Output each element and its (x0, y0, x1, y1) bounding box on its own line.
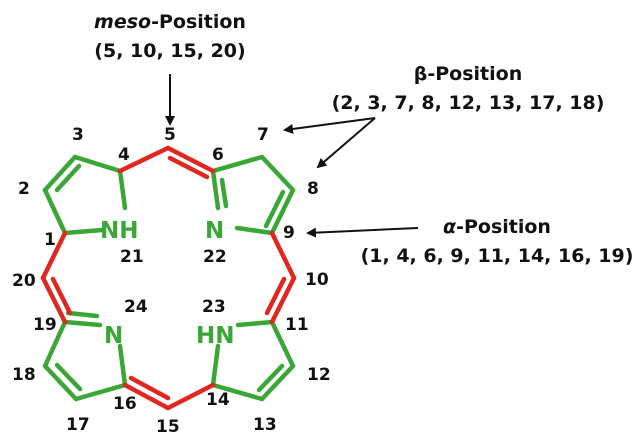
beta-arrow-to-8 (316, 117, 376, 169)
bond-c10-c11 (269, 275, 297, 325)
bond-c18-c19 (42, 319, 68, 369)
bond-c8-c9-double (263, 189, 286, 229)
bond-c1-c2 (42, 187, 68, 236)
position-number-6: 6 (212, 145, 224, 165)
meso-bridges (40, 145, 297, 411)
bond-c14-n23 (210, 343, 221, 388)
bond-c16-c15-double (128, 375, 171, 401)
position-number-16: 16 (113, 394, 137, 414)
bond-n22-c6-double (219, 177, 229, 209)
meso-position-list: (5, 10, 15, 20) (94, 40, 245, 62)
position-number-21: 21 (120, 247, 144, 267)
position-number-20: 20 (12, 271, 36, 291)
position-number-19: 19 (33, 315, 57, 335)
position-number-1: 1 (44, 230, 56, 250)
position-number-11: 11 (285, 315, 309, 335)
bond-c17-c18-double (54, 362, 83, 392)
position-number-3: 3 (72, 125, 84, 145)
bond-c7-c8 (259, 154, 296, 193)
bond-c20-c19-double (50, 276, 73, 316)
position-number-4: 4 (118, 145, 130, 165)
bond-c11-c12 (269, 319, 296, 369)
bond-c12-c13-double (256, 363, 285, 393)
bond-c9-n22 (234, 225, 275, 236)
beta-position-title: β-Position (414, 63, 522, 85)
alpha-suffix: -Position (456, 216, 551, 238)
position-number-8: 8 (307, 179, 319, 199)
bond-c4-n21 (117, 168, 128, 211)
position-number-5: 5 (164, 125, 176, 145)
position-number-2: 2 (18, 179, 30, 199)
atom-hn-23: HN (196, 323, 235, 349)
bond-c1-c20 (40, 230, 68, 281)
bond-n24-c16 (117, 343, 128, 388)
bond-c20-c19 (40, 275, 68, 325)
bond-c19-n24 (62, 319, 103, 328)
beta-arrow-to-7 (283, 117, 376, 134)
bond-c13-c14 (210, 382, 265, 402)
bond-c16-c15 (122, 382, 171, 411)
bond-c12-c13 (259, 363, 296, 402)
bond-c8-c9 (269, 187, 296, 236)
bond-n23-c11 (235, 319, 275, 328)
bond-c5-c6 (165, 145, 216, 174)
alpha-position-list: (1, 4, 6, 9, 11, 14, 16, 19) (361, 245, 633, 267)
bond-c2-c3 (42, 154, 78, 193)
pyrrole-ring-bottom-left (42, 310, 128, 402)
pyrrole-ring-top-right (210, 154, 296, 236)
position-number-23: 23 (202, 297, 226, 317)
bond-c9-c10 (269, 230, 297, 281)
bond-n21-c1 (62, 227, 105, 236)
atom-nh-21: NH (100, 218, 139, 244)
position-number-10: 10 (305, 270, 329, 290)
bond-n22-c6 (210, 168, 221, 211)
pyrrole-ring-bottom-right (210, 319, 296, 402)
position-number-17: 17 (66, 415, 90, 435)
meso-prefix: meso (94, 11, 151, 33)
bond-c17-c18 (42, 363, 79, 402)
position-number-12: 12 (307, 365, 331, 385)
alpha-symbol: α (443, 216, 457, 238)
position-number-7: 7 (257, 125, 269, 145)
atom-n-22: N (205, 218, 224, 244)
position-number-22: 22 (203, 247, 227, 267)
position-number-24: 24 (124, 297, 148, 317)
position-number-13: 13 (253, 415, 277, 435)
bond-c4-c5 (117, 145, 171, 174)
position-number-18: 18 (12, 365, 36, 385)
meso-position-title: meso-Position (94, 11, 246, 33)
position-number-15: 15 (156, 417, 180, 435)
position-number-14: 14 (206, 390, 230, 410)
bond-c16-c17 (73, 382, 128, 402)
bond-c10-c11-double (264, 276, 287, 316)
bond-c15-c14 (165, 382, 216, 411)
pyrrole-ring-top-left (42, 154, 128, 236)
position-number-9: 9 (283, 223, 295, 243)
beta-position-list: (2, 3, 7, 8, 12, 13, 17, 18) (332, 92, 605, 114)
alpha-arrow (306, 227, 419, 238)
bond-c3-c4 (72, 154, 123, 174)
bond-c6-c7 (210, 154, 265, 174)
bond-c2-c3-double (54, 163, 82, 193)
atom-n-24: N (104, 323, 123, 349)
bond-c19-n24-double (65, 310, 100, 319)
alpha-position-title: α-Position (443, 216, 551, 238)
meso-suffix: -Position (151, 11, 246, 33)
bond-c5-c6-double (167, 155, 210, 180)
